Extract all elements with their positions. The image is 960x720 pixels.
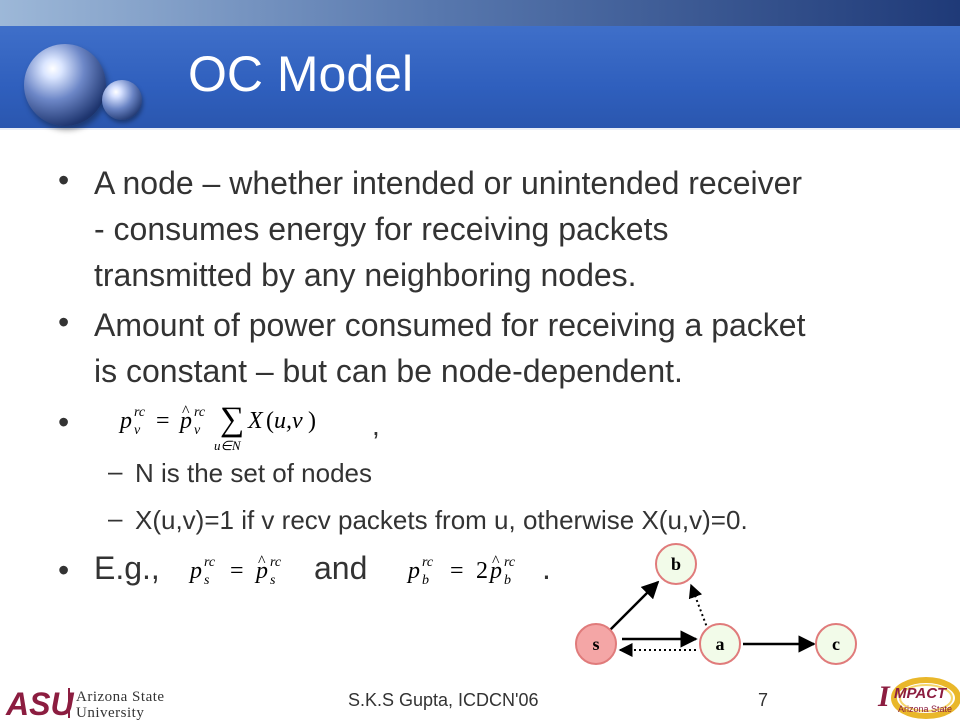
svg-text:a: a: [716, 634, 725, 654]
bullet-1-line-3: transmitted by any neighboring nodes.: [94, 257, 637, 293]
svg-text:v: v: [134, 423, 141, 438]
svg-text:Arizona State: Arizona State: [898, 704, 952, 714]
slide-header: [0, 26, 960, 130]
network-graph: s b a c: [575, 543, 857, 665]
top-gradient-bar: [0, 0, 960, 26]
svg-text:rc: rc: [194, 405, 206, 420]
svg-text:rc: rc: [270, 555, 282, 570]
svg-text:s: s: [270, 573, 276, 588]
eg-period: .: [542, 550, 551, 586]
small-orb-icon: [102, 80, 142, 120]
bullet-2-line-1: Amount of power consumed for receiving a…: [94, 307, 806, 343]
svg-text:p: p: [406, 558, 420, 584]
svg-text:University: University: [76, 705, 144, 720]
node-s: s: [575, 623, 617, 665]
svg-text:u∈N: u∈N: [214, 438, 242, 453]
svg-text:): ): [308, 408, 316, 434]
svg-text:p: p: [188, 558, 202, 584]
slide-title: OC Model: [188, 46, 414, 102]
svg-text:X: X: [247, 408, 264, 434]
svg-text:(: (: [266, 408, 274, 434]
formula-comma: ,: [372, 410, 380, 441]
subbullet-dash: –: [108, 456, 123, 486]
asu-logo: ASU Arizona State University: [5, 686, 165, 720]
svg-text:v: v: [194, 423, 201, 438]
svg-text:rc: rc: [134, 405, 146, 420]
bullet-1-line-2: - consumes energy for receiving packets: [94, 211, 669, 247]
svg-text:u,v: u,v: [274, 408, 303, 434]
footer-author: S.K.S Gupta, ICDCN'06: [348, 690, 539, 710]
svg-text:s: s: [592, 634, 599, 654]
eg-prefix: E.g.,: [94, 550, 160, 586]
impact-logo: I MPACT Arizona State: [877, 677, 960, 719]
svg-text:p: p: [178, 408, 192, 434]
large-orb-icon: [24, 44, 106, 126]
svg-text:b: b: [422, 573, 429, 588]
svg-text:ASU: ASU: [5, 686, 74, 720]
bullet-dot: •: [58, 404, 70, 440]
svg-text:p: p: [118, 408, 132, 434]
svg-text:I: I: [877, 680, 891, 713]
svg-text:p: p: [254, 558, 268, 584]
svg-text:b: b: [671, 554, 681, 574]
bullet-1-line-1: A node – whether intended or unintended …: [94, 165, 803, 201]
edge-s-b: [609, 580, 660, 631]
bullet-dot: •: [58, 552, 70, 588]
svg-text:c: c: [832, 634, 840, 654]
svg-text:MPACT: MPACT: [894, 685, 948, 702]
node-c: c: [815, 623, 857, 665]
svg-text:=: =: [450, 558, 464, 584]
svg-text:rc: rc: [204, 555, 216, 570]
node-b: b: [655, 543, 697, 585]
svg-text:=: =: [230, 558, 244, 584]
bullet-dot: •: [58, 162, 70, 198]
svg-text:Arizona State: Arizona State: [76, 689, 165, 705]
svg-text:^: ^: [258, 553, 266, 570]
formula-b: p b rc = 2 p ^ b rc: [406, 553, 516, 588]
svg-text:rc: rc: [422, 555, 434, 570]
svg-text:b: b: [504, 573, 511, 588]
subbullet-2-text: X(u,v)=1 if v recv packets from u, other…: [135, 505, 748, 535]
svg-text:p: p: [488, 558, 502, 584]
svg-text:s: s: [204, 573, 210, 588]
formula-s: p s rc = p ^ s rc: [188, 553, 282, 588]
subbullet-1-text: N is the set of nodes: [135, 458, 373, 488]
bullet-2-text: Amount of power consumed for receiving a…: [94, 302, 934, 394]
svg-text:∑: ∑: [220, 401, 244, 438]
eg-and: and: [314, 550, 368, 586]
bullet-2-line-2: is constant – but can be node-dependent.: [94, 353, 683, 389]
svg-text:^: ^: [492, 553, 500, 570]
svg-text:rc: rc: [504, 555, 516, 570]
page-number: 7: [758, 690, 769, 710]
node-a: a: [699, 623, 741, 665]
bullet-dot: •: [58, 304, 70, 340]
svg-text:=: =: [156, 408, 170, 434]
edge-a-b-dotted: [688, 583, 709, 631]
formula-receive-power: p v rc = p ^ v rc ∑ u∈N X ( u,v ): [118, 401, 316, 453]
subbullet-dash: –: [108, 503, 123, 533]
svg-text:2: 2: [476, 558, 488, 584]
svg-text:^: ^: [182, 403, 190, 420]
header-divider: [0, 128, 960, 131]
bullet-1-text: A node – whether intended or unintended …: [94, 160, 934, 298]
